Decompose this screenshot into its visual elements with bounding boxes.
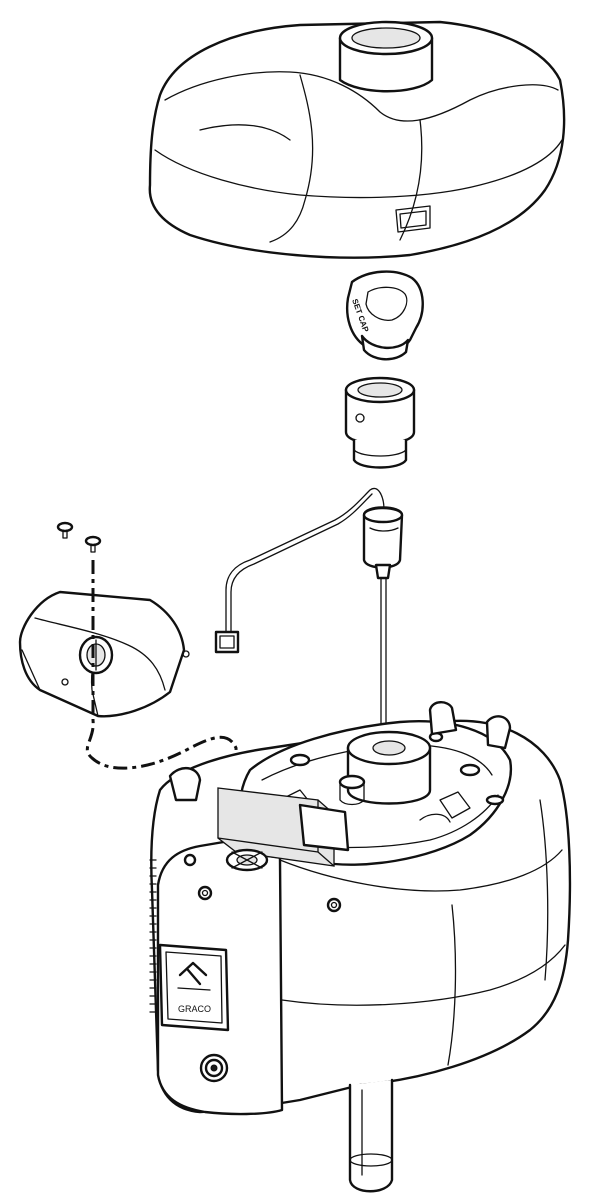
pump-grommet: SET CAP [346, 270, 424, 361]
badge-label: GRACO [178, 1004, 211, 1014]
assembly-path-line [85, 560, 242, 851]
control-box [18, 590, 190, 718]
top-cover [148, 20, 566, 259]
motor-housing: GRACO [149, 701, 572, 1193]
pressure-sensor-cable [214, 487, 385, 654]
pressure-sensor [362, 506, 404, 741]
pump-collar [344, 376, 416, 469]
mounting-screw-right [84, 535, 102, 553]
mounting-screw-left [56, 521, 74, 539]
